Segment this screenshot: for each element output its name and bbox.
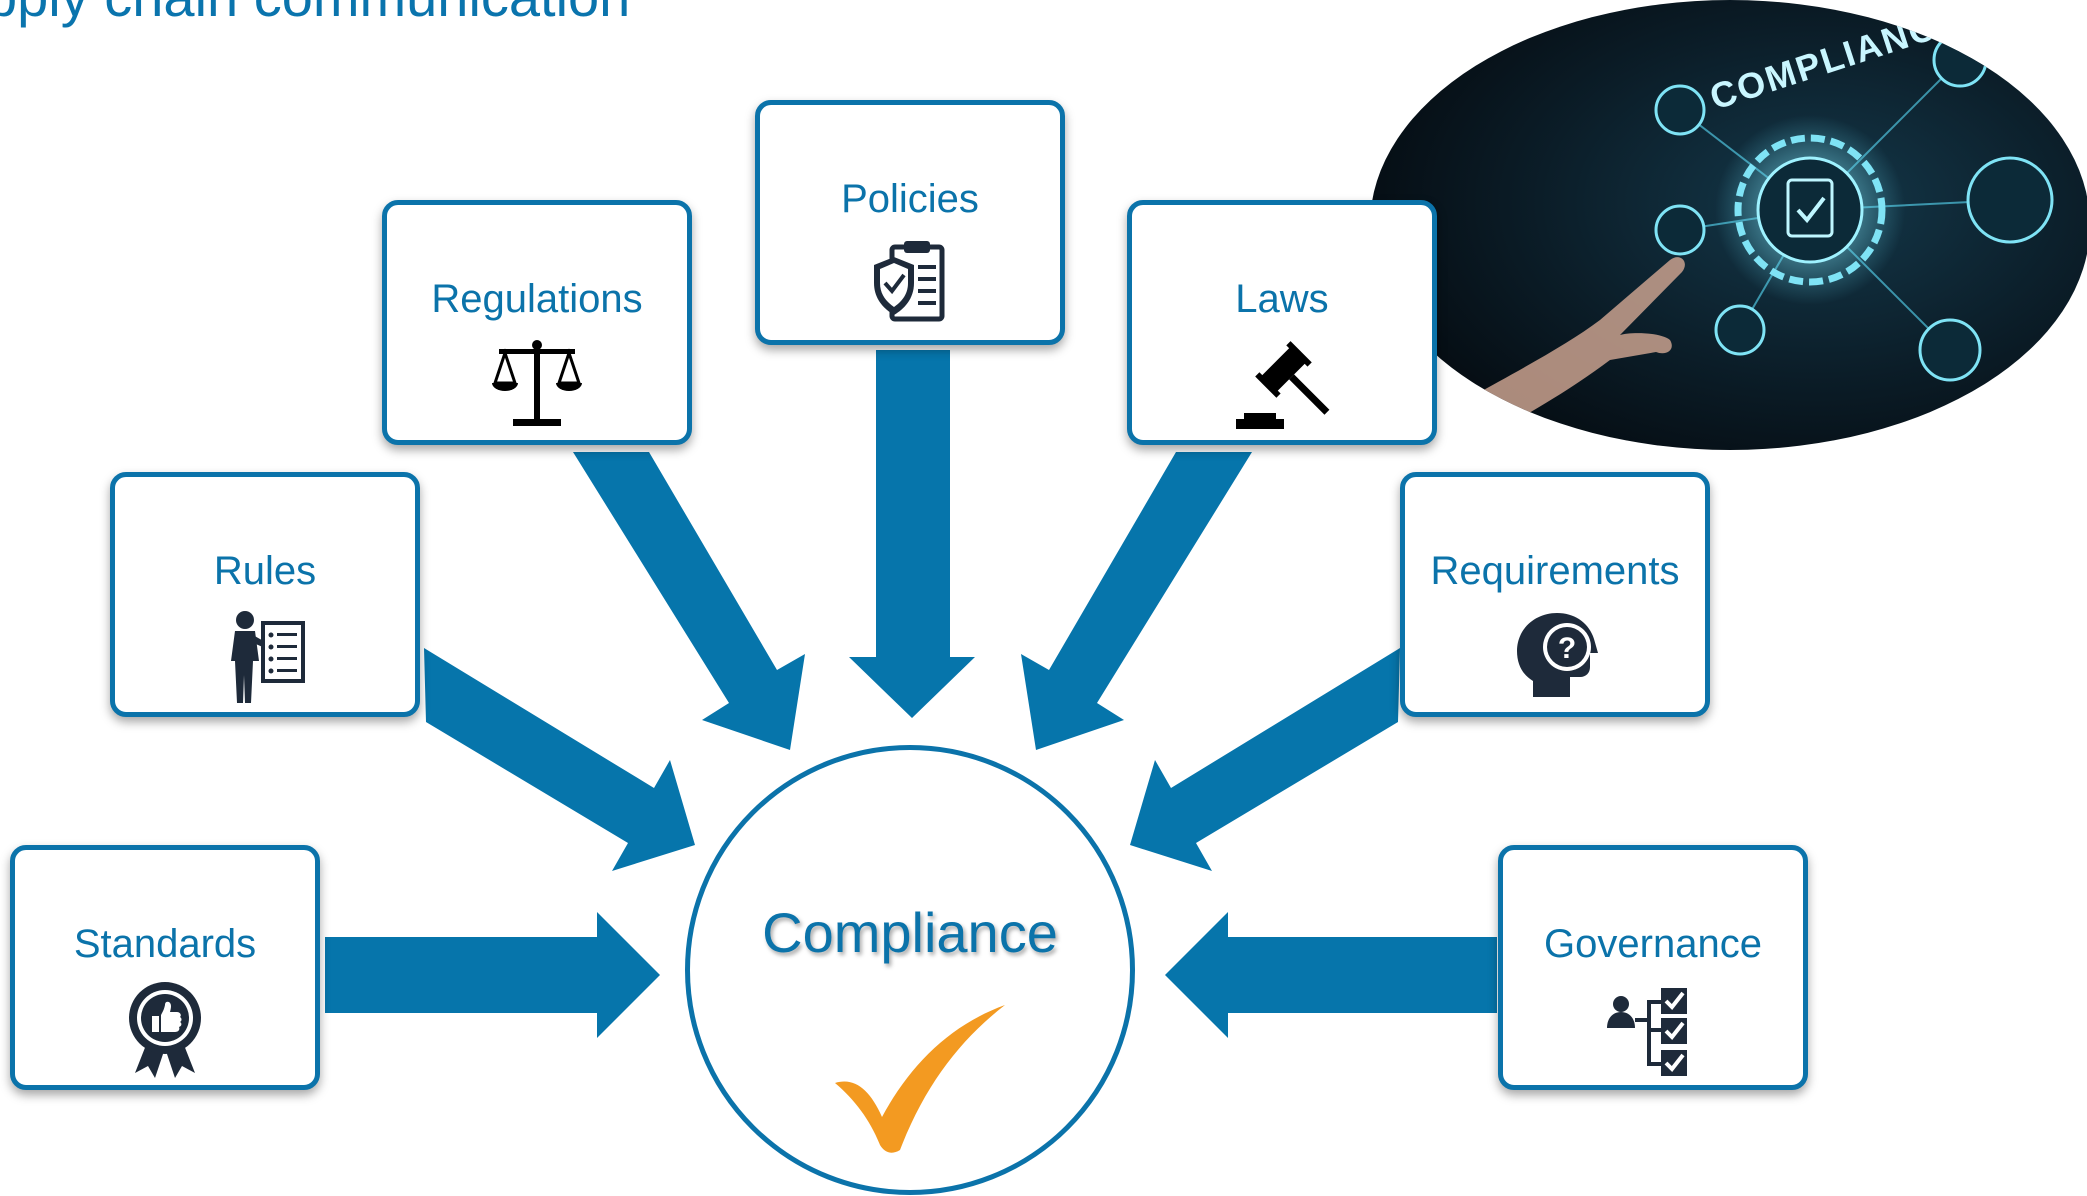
shield-document-icon [874, 241, 945, 322]
compliance-network-illustration: COMPLIANCE [1370, 0, 2087, 450]
checkmark-icon [835, 1005, 1005, 1153]
arrow-policies [849, 350, 975, 718]
card-label-policies: Policies [841, 177, 979, 221]
arrow-rules [424, 648, 695, 871]
card-label-rules: Rules [213, 549, 317, 593]
gavel-icon [1236, 341, 1330, 429]
rosette-thumbs-up-icon [129, 982, 201, 1078]
card-requirements: Requirements ? [1400, 472, 1710, 717]
card-label-governance: Governance [1544, 922, 1762, 966]
person-with-checklist-board-icon [231, 611, 305, 703]
card-rules: Rules [110, 472, 420, 717]
arrow-standards [325, 912, 660, 1038]
hub-label: Compliance [762, 901, 1058, 964]
card-laws: Laws [1127, 200, 1437, 445]
slide-title: pply chain communication [0, 0, 630, 29]
compliance-photo: COMPLIANCE [1370, 0, 2087, 450]
person-hierarchy-checklist-icon [1607, 988, 1687, 1076]
compliance-hub: Compliance [685, 745, 1135, 1195]
card-standards: Standards [10, 845, 320, 1090]
balance-scale-icon [492, 340, 582, 426]
arrow-governance [1165, 912, 1497, 1038]
arrow-regulations [573, 452, 805, 750]
svg-text:?: ? [1558, 632, 1576, 665]
card-label-regulations: Regulations [431, 277, 643, 321]
arrow-requirements [1130, 648, 1400, 871]
card-regulations: Regulations [382, 200, 692, 445]
card-label-laws: Laws [1235, 277, 1329, 321]
head-question-mark-icon: ? [1517, 613, 1598, 697]
card-label-requirements: Requirements [1430, 549, 1680, 593]
card-governance: Governance [1498, 845, 1808, 1090]
arrow-laws [1021, 452, 1252, 750]
card-policies: Policies [755, 100, 1065, 345]
card-label-standards: Standards [73, 922, 257, 966]
